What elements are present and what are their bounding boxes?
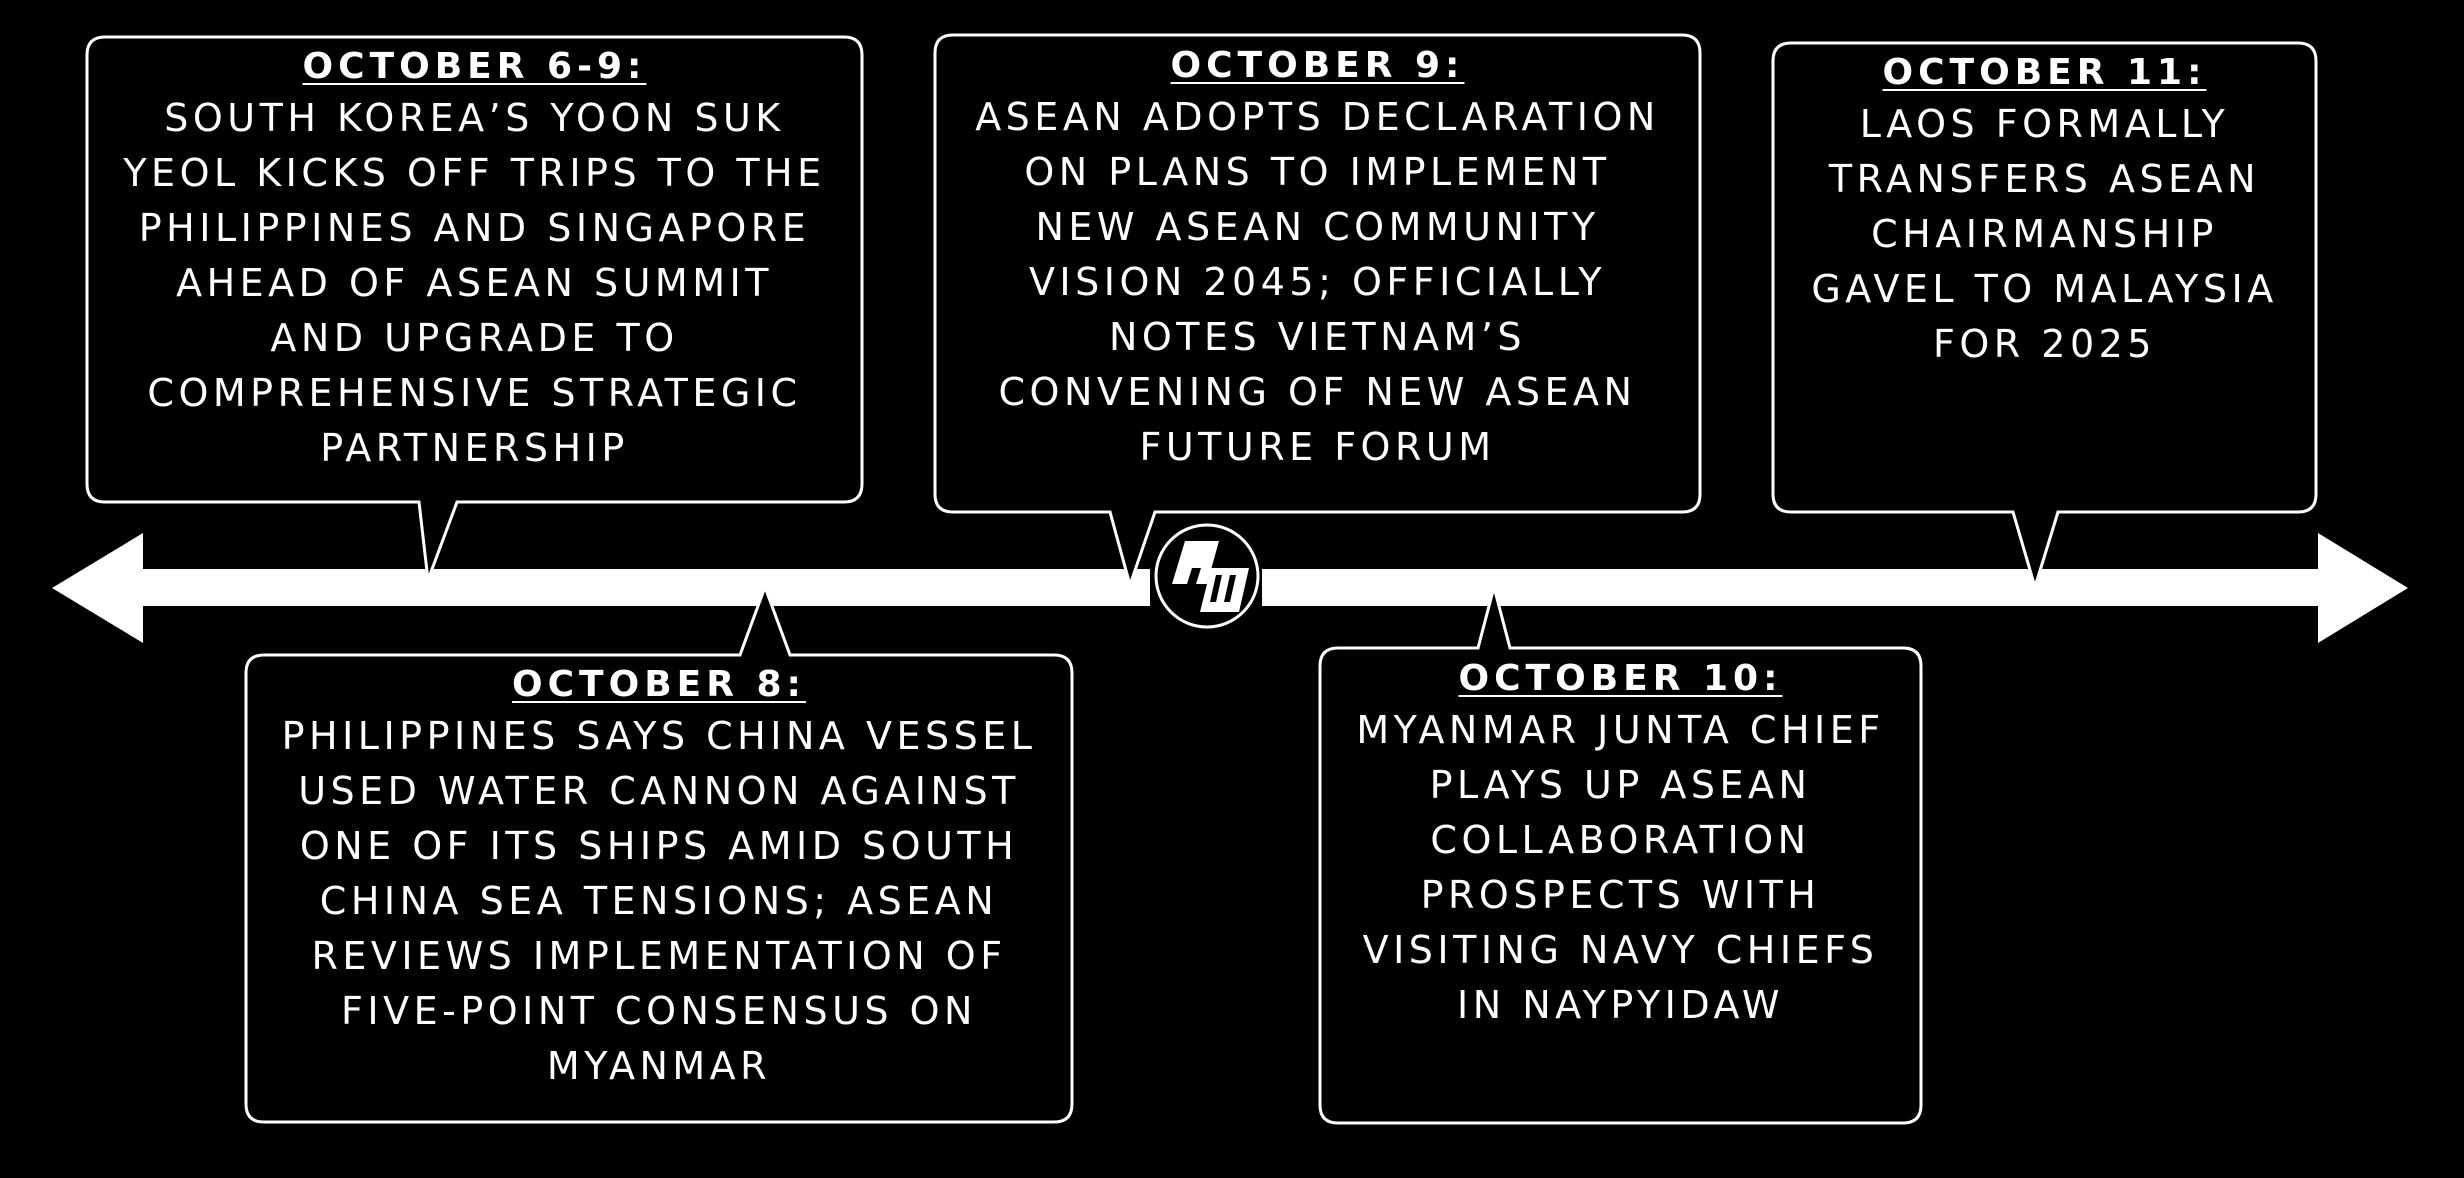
event-callout-oct-10: OCTOBER 10: MYANMAR JUNTA CHIEF PLAYS UP… [1320,656,1921,1033]
event-line: ASEAN ADOPTS DECLARATION [975,94,1660,139]
callout-outline-oct-11 [1771,41,2318,593]
event-line: CONVENING OF NEW ASEAN [998,369,1637,414]
event-line: SOUTH KOREA’S YOON SUK [164,95,785,140]
event-line: COLLABORATION [1430,817,1811,862]
event-line: ONE OF ITS SHIPS AMID SOUTH [299,823,1019,868]
event-line: TRANSFERS ASEAN [1828,156,2261,201]
event-date: OCTOBER 6-9: [302,46,647,87]
event-line: CHAIRMANSHIP [1871,211,2218,256]
arrow-left-icon [52,533,143,643]
event-callout-oct-6-9: OCTOBER 6-9: SOUTH KOREA’S YOON SUK YEOL… [87,44,862,476]
arrow-right-icon [2318,533,2408,643]
event-line: FUTURE FORUM [1139,424,1496,469]
event-line: GAVEL TO MALAYSIA [1811,266,2278,311]
event-line: PLAYS UP ASEAN [1429,762,1812,807]
event-line: AND UPGRADE TO [270,315,679,360]
event-line: AHEAD OF ASEAN SUMMIT [176,260,773,305]
event-line: PROSPECTS WITH [1420,872,1821,917]
event-callout-oct-9: OCTOBER 9: ASEAN ADOPTS DECLARATION ON P… [935,43,1700,475]
event-line: PARTNERSHIP [320,425,629,470]
callout-outline-oct-9 [933,33,1702,591]
event-line: COMPREHENSIVE STRATEGIC [147,370,802,415]
event-line: ON PLANS TO IMPLEMENT [1024,149,1611,194]
event-line: FOR 2025 [1933,321,2156,366]
aw-circle-logo-icon [1008,523,1262,629]
event-line: YEOL KICKS OFF TRIPS TO THE [123,150,826,195]
event-date: OCTOBER 10: [1458,658,1783,699]
event-line: VISITING NAVY CHIEFS [1362,927,1879,972]
event-date: OCTOBER 8: [512,664,806,705]
event-line: USED WATER CANNON AGAINST [298,768,1020,813]
callout-outline-oct-6-9 [85,35,864,581]
event-line: IN NAYPYIDAW [1457,982,1784,1027]
event-line: VISION 2045; OFFICIALLY [1028,259,1607,304]
event-line: PHILIPPINES AND SINGAPORE [138,205,811,250]
event-line: PHILIPPINES SAYS CHINA VESSEL [281,713,1037,758]
callout-outline-oct-8 [244,582,1074,1124]
event-date: OCTOBER 11: [1882,52,2207,93]
event-date: OCTOBER 9: [1170,45,1465,86]
event-line: LAOS FORMALLY [1859,101,2230,146]
event-line: CHINA SEA TENSIONS; ASEAN [319,878,999,923]
event-line: MYANMAR JUNTA CHIEF [1356,707,1885,752]
event-line: FIVE-POINT CONSENSUS ON [341,988,977,1033]
callout-outline-oct-10 [1318,581,1923,1125]
event-line: MYANMAR [546,1043,772,1088]
event-line: NEW ASEAN COMMUNITY [1035,204,1600,249]
event-line: NOTES VIETNAM’S [1108,314,1527,359]
event-callout-oct-8: OCTOBER 8: PHILIPPINES SAYS CHINA VESSEL… [246,662,1072,1094]
event-callout-oct-11: OCTOBER 11: LAOS FORMALLY TRANSFERS ASEA… [1773,50,2316,372]
event-line: REVIEWS IMPLEMENTATION OF [311,933,1007,978]
